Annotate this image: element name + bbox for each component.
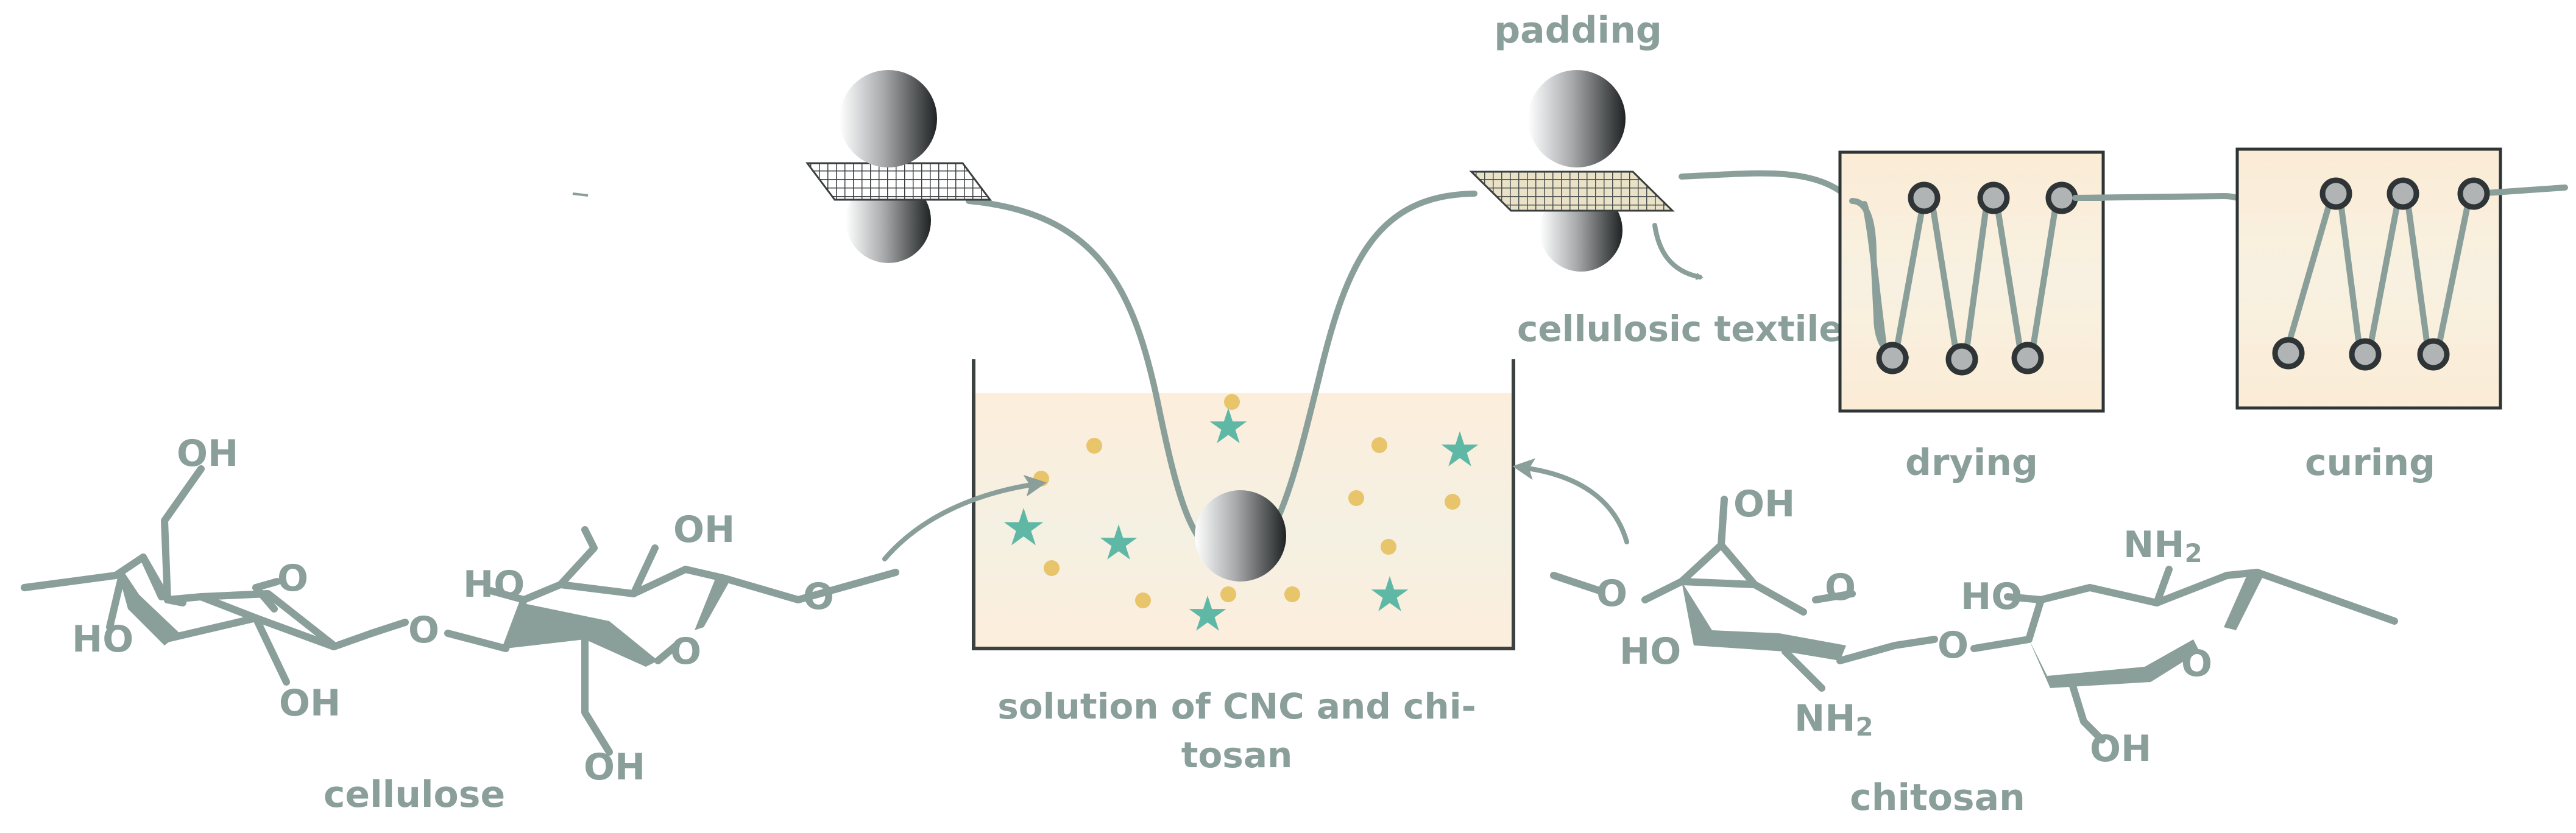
bath-container	[972, 359, 1515, 650]
cellulosic-textile-label: cellulosic textile	[1517, 308, 1843, 350]
drying-label: drying	[1905, 441, 2038, 484]
chitosan-stars	[1003, 408, 1479, 631]
chitosan-o-bridge: O	[1937, 624, 1969, 667]
chitosan-nh-bottom: NH	[1794, 697, 1855, 740]
curing-label: curing	[2305, 441, 2435, 484]
feed-roller-top	[840, 70, 937, 167]
chitosan-o-ring2: O	[2181, 642, 2212, 685]
solution-label-line1: solution of CNC and chi-	[997, 686, 1476, 727]
cnc-particles	[1033, 394, 1460, 608]
padding-roller-top	[1528, 70, 1626, 167]
chitosan-to-bath-arrow	[1512, 458, 1629, 544]
chitosan-nh-top-subscript: 2	[2184, 538, 2202, 568]
chitosan-structure	[1550, 496, 2398, 743]
drying-loops	[1892, 195, 2106, 362]
chitosan-o-ring1: O	[1825, 566, 1856, 609]
padding-label: padding	[1494, 9, 1662, 52]
dip-roller	[1195, 490, 1286, 582]
drying-unit	[1838, 150, 2106, 413]
chitosan-oh-bottom: OH	[2090, 728, 2151, 770]
textile-arrow	[1652, 223, 1704, 280]
chitosan-ho-ring1: HO	[1619, 630, 1681, 673]
cellulose-ho-ring2: HO	[463, 563, 525, 606]
feed-rollers	[805, 70, 992, 263]
cellulose-oh-bottom2: OH	[584, 746, 645, 789]
curing-loops	[2283, 185, 2568, 357]
chitosan-oh-top: OH	[1733, 483, 1795, 525]
chitosan-nh-bottom-subscript: 2	[1855, 712, 1873, 742]
chitosan-label: chitosan	[1850, 776, 2025, 819]
cellulose-o-bridge: O	[408, 609, 439, 652]
chitosan-ho-ring2: HO	[1961, 575, 2022, 618]
drying-guide-rollers	[1876, 181, 2078, 376]
curing-unit	[2235, 147, 2568, 410]
padding-rollers	[1469, 70, 1675, 272]
cellulose-o-right: O	[803, 575, 834, 618]
solution-bath	[972, 359, 1515, 650]
solution-label-line2: tosan	[1181, 734, 1293, 776]
cellulose-o-ring2: O	[670, 630, 701, 673]
textile-mesh-untreated	[805, 162, 992, 201]
chitosan-o-left: O	[1596, 572, 1627, 615]
curing-guide-rollers	[2272, 177, 2490, 371]
cellulose-oh-ring2-top: OH	[673, 508, 735, 551]
cellulose-ho-left: HO	[72, 618, 133, 661]
chitosan-nh2-top: NH2	[2123, 524, 2203, 568]
cellulose-oh-bottom1: OH	[279, 682, 341, 725]
chitosan-nh-top: NH	[2123, 524, 2184, 566]
cellulose-oh-top: OH	[177, 432, 238, 475]
cellulose-structure	[21, 465, 899, 756]
cellulose-o-ring1: O	[277, 557, 308, 600]
chitosan-nh2-bottom: NH2	[1794, 697, 1874, 742]
cellulose-label: cellulose	[324, 773, 505, 816]
cellulose-to-bath-arrow	[882, 474, 1047, 561]
stray-mark	[572, 192, 589, 197]
textile-mesh-treated	[1469, 170, 1675, 212]
